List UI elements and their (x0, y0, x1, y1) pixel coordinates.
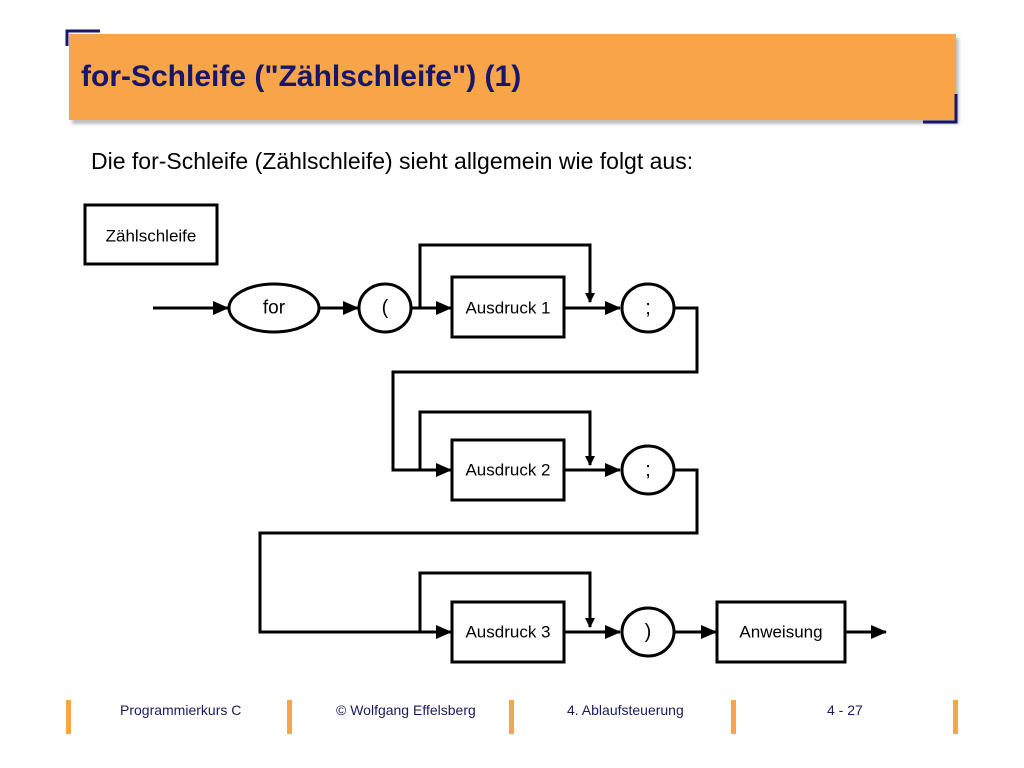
footer-author: © Wolfgang Effelsberg (336, 702, 476, 718)
for-keyword-label: for (263, 298, 286, 319)
footer-course: Programmierkurs C (120, 702, 242, 718)
footer-separator (731, 700, 736, 734)
expr2-box (450, 438, 566, 502)
bypass-expr3 (418, 571, 595, 632)
diagram-name-box (83, 203, 219, 266)
bypass-expr2 (418, 410, 595, 470)
bypass-expr1 (418, 243, 595, 308)
close-paren-label: ) (645, 621, 652, 643)
slide-subtitle: Die for-Schleife (Zählschleife) sieht al… (91, 148, 694, 174)
statement-label: Anweisung (739, 623, 822, 642)
footer-chapter: 4. Ablaufsteuerung (567, 702, 684, 718)
bottom-right-corner-bracket (923, 94, 958, 124)
expr2-label: Ausdruck 2 (465, 461, 550, 480)
semicolon2-label: ; (645, 459, 651, 481)
expr3-label: Ausdruck 3 (465, 623, 550, 642)
wrap-row2-to-row3 (258, 468, 699, 639)
syntax-diagram: Zählschleife for ( Ausdruck 1 ; Ausdruck… (83, 203, 887, 664)
top-left-corner-bracket (65, 29, 100, 46)
slide-title: for-Schleife ("Zählschleife") (1) (81, 60, 522, 93)
footer-separator (953, 700, 958, 734)
diagram-name-label: Zählschleife (106, 227, 197, 246)
expr1-label: Ausdruck 1 (465, 299, 550, 318)
open-paren-label: ( (382, 297, 389, 319)
statement-box (715, 600, 847, 664)
semicolon1-label: ; (645, 297, 651, 319)
wrap-row1-to-row2 (391, 306, 699, 477)
footer-page-number: 4 - 27 (827, 702, 863, 718)
slide-footer: Programmierkurs C © Wolfgang Effelsberg … (0, 700, 1024, 740)
footer-separator (287, 700, 292, 734)
footer-separator (509, 700, 514, 734)
footer-separator (66, 700, 71, 734)
title-bar: for-Schleife ("Zählschleife") (1) (69, 34, 956, 120)
